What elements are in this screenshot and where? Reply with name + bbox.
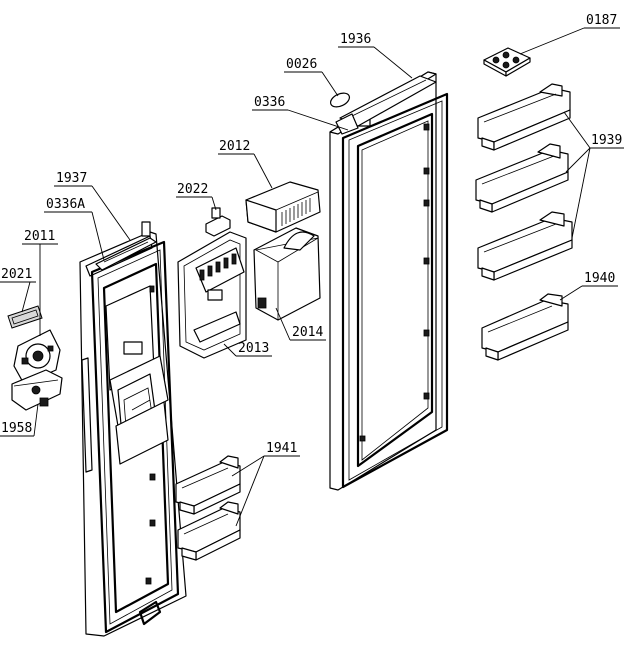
part-1958-bracket: [11, 369, 63, 411]
label-2014: 2014: [292, 325, 323, 340]
label-2022: 2022: [177, 182, 208, 197]
part-0026-seal: [329, 92, 351, 108]
part-2014-ice-bucket: [253, 227, 321, 321]
part-2012-ice-cover: [245, 181, 321, 233]
label-0187: 0187: [586, 13, 617, 28]
door-bin-1939-c: [477, 211, 573, 281]
label-1939: 1939: [591, 133, 622, 148]
label-0336: 0336: [254, 95, 285, 110]
label-0336A: 0336A: [46, 197, 85, 212]
label-2021: 2021: [1, 267, 32, 282]
part-2013-ice-maker-housing: [177, 231, 247, 359]
label-1937: 1937: [56, 171, 87, 186]
left-door-1937: [79, 231, 187, 637]
part-2021-plate: [7, 305, 43, 329]
door-bin-1939-a: [477, 83, 571, 151]
door-bin-1939-b: [475, 143, 569, 213]
label-1958: 1958: [1, 421, 32, 436]
part-2011-module: [13, 329, 61, 385]
label-0026: 0026: [286, 57, 317, 72]
label-1936: 1936: [340, 32, 371, 47]
label-1940: 1940: [584, 271, 615, 286]
label-2011: 2011: [24, 229, 55, 244]
right-door-1936: [329, 71, 449, 491]
label-2013: 2013: [238, 341, 269, 356]
door-bin-1941-b: [177, 501, 241, 561]
part-2022-clip: [205, 207, 231, 237]
part-labels: 0187 1936 0026 0336 1939 2012 2022 1937 …: [1, 13, 622, 456]
door-bin-1940: [481, 293, 569, 361]
door-bin-1941-a: [175, 455, 241, 515]
door-top-cap: [335, 75, 437, 135]
leader-lines: [0, 27, 624, 527]
part-0336A-top-cap: [95, 221, 157, 271]
part-0187-egg-tray: [483, 47, 531, 77]
label-1941: 1941: [266, 441, 297, 456]
label-2012: 2012: [219, 139, 250, 154]
